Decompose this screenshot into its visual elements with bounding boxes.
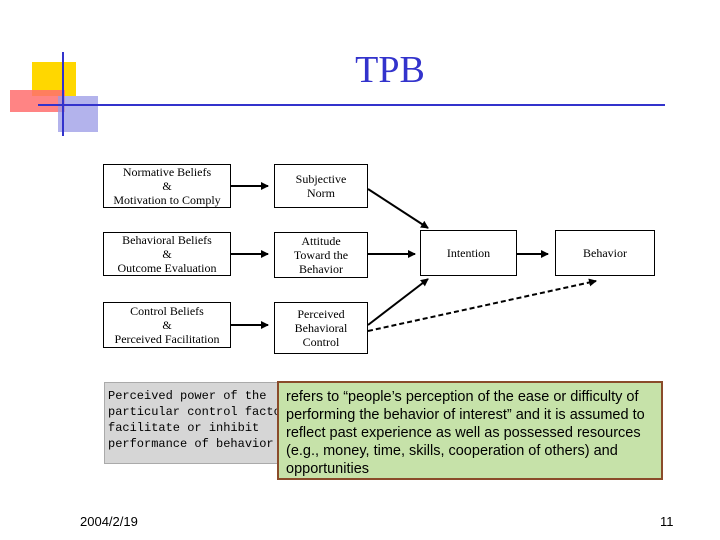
perceived-behavioral-control-box: Perceived Behavioral Control xyxy=(274,302,368,354)
box-line: Normative Beliefs xyxy=(122,165,212,179)
pbc-definition-callout: refers to “people’s perception of the ea… xyxy=(277,381,663,480)
box-line: & xyxy=(162,318,172,332)
arrow-pbc-to-intention xyxy=(367,278,429,326)
page-number: 11 xyxy=(660,514,674,529)
control-beliefs-box: Control Beliefs & Perceived Facilitation xyxy=(103,302,231,348)
box-line: Subjective xyxy=(295,172,347,186)
box-line: Perceived xyxy=(297,307,345,321)
box-line: Behavior xyxy=(298,262,343,276)
intention-label: Intention xyxy=(446,246,491,260)
box-line: Attitude xyxy=(301,234,341,248)
box-line: & xyxy=(162,247,172,261)
box-line: & xyxy=(162,179,172,193)
deco-red-square xyxy=(10,90,65,112)
arrow-pbc-to-behavior-dashed xyxy=(367,278,597,332)
box-line: Control Beliefs xyxy=(130,304,204,318)
perceived-power-callout: Perceived power of the particular contro… xyxy=(104,382,310,464)
callout-line: particular control factor to xyxy=(108,405,310,419)
box-line: Behavioral xyxy=(294,321,348,335)
normative-beliefs-box: Normative Beliefs & Motivation to Comply xyxy=(103,164,231,208)
box-line: Control xyxy=(302,335,340,349)
behavioral-beliefs-box: Behavioral Beliefs & Outcome Evaluation xyxy=(103,232,231,276)
behavior-label: Behavior xyxy=(583,246,627,260)
box-line: Behavioral Beliefs xyxy=(122,233,212,247)
title-underline xyxy=(60,104,665,106)
arrow-norm-to-intention xyxy=(367,188,429,229)
box-line: Toward the xyxy=(293,248,349,262)
callout-line: facilitate or inhibit xyxy=(108,421,260,435)
behavior-box: Behavior xyxy=(555,230,655,276)
box-line: Outcome Evaluation xyxy=(117,261,217,275)
callout-line: Perceived power of the xyxy=(108,389,267,403)
box-line: Norm xyxy=(307,186,335,200)
subjective-norm-box: Subjective Norm xyxy=(274,164,368,208)
corner-decoration xyxy=(0,0,110,140)
slide-date: 2004/2/19 xyxy=(80,514,138,529)
box-line: Motivation to Comply xyxy=(113,193,221,207)
slide-title: TPB xyxy=(355,49,425,91)
deco-horizontal-line xyxy=(38,104,64,106)
callout-line: performance of behavior xyxy=(108,437,274,451)
intention-box: Intention xyxy=(420,230,517,276)
deco-blue-square xyxy=(58,96,98,132)
deco-vertical-line xyxy=(62,52,64,136)
box-line: Perceived Facilitation xyxy=(114,332,220,346)
attitude-box: Attitude Toward the Behavior xyxy=(274,232,368,278)
